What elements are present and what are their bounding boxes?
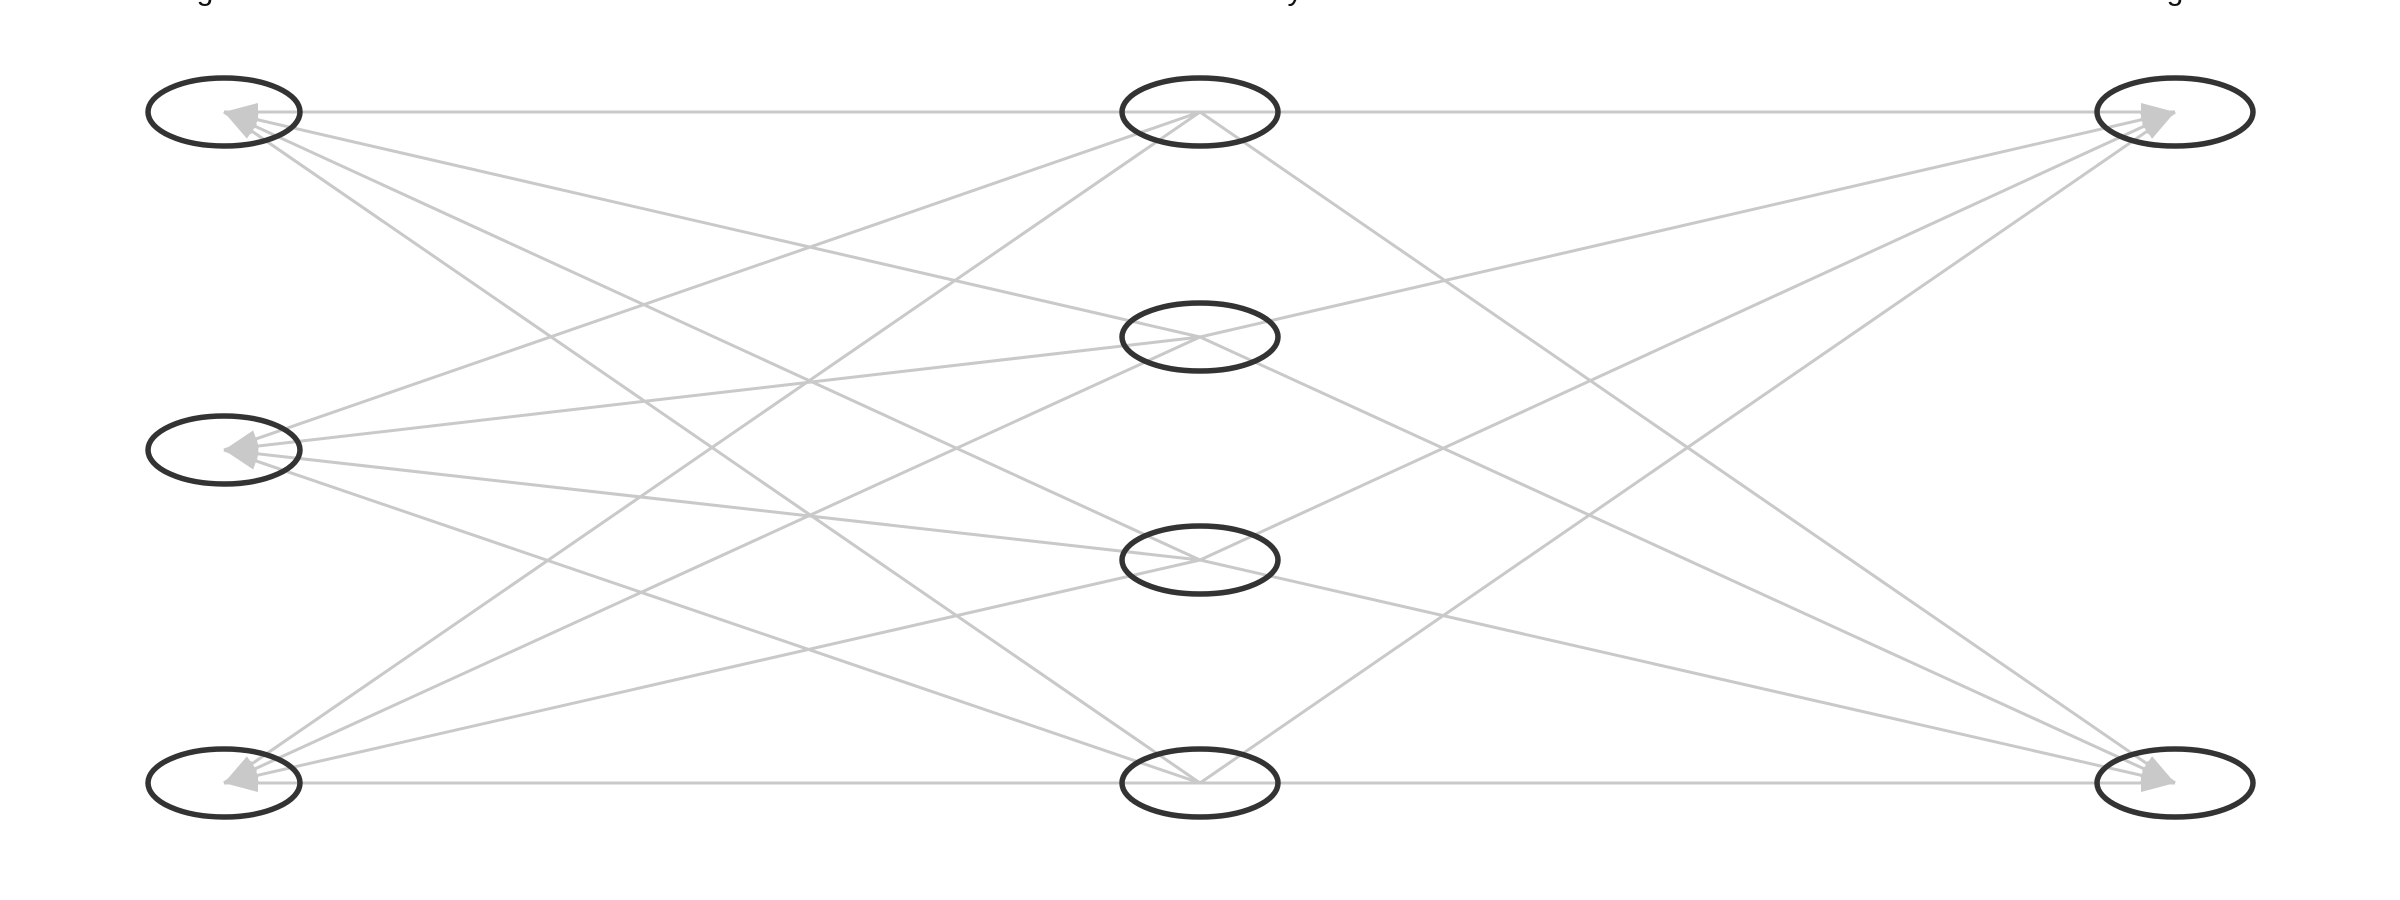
- edge-line: [223, 110, 1201, 452]
- graph-edge: [1199, 335, 2176, 785]
- graph-edge: [223, 335, 1201, 785]
- edge-line: [223, 110, 1201, 785]
- graph-edge: [223, 448, 1201, 785]
- graph-edge: [224, 103, 1200, 121]
- node-ellipse[interactable]: [145, 746, 303, 820]
- graph-edge: [1199, 558, 2176, 785]
- graph-edge: [223, 110, 1201, 339]
- graph-edge: [223, 110, 1201, 562]
- graph-edge: [224, 774, 1200, 792]
- node-ellipse[interactable]: [1119, 523, 1281, 597]
- graph-node-m3[interactable]: [1119, 523, 1281, 597]
- edge-line: [1199, 558, 2176, 785]
- graph-edge: [223, 110, 1201, 452]
- edge-line: [1199, 335, 2176, 785]
- edge-line: [223, 110, 1201, 339]
- graph-edge: [1199, 110, 2176, 562]
- edge-line: [223, 110, 1201, 562]
- graph-edge: [223, 335, 1201, 456]
- edge-arrowhead-icon: [224, 450, 260, 470]
- node-ellipse[interactable]: [1119, 746, 1281, 820]
- label-middle: y: [1288, 0, 1303, 6]
- edge-line: [223, 448, 1201, 785]
- graph-node-m1[interactable]: [1119, 75, 1281, 149]
- graph-edge: [223, 558, 1201, 785]
- edge-arrowhead-icon: [2141, 112, 2175, 139]
- edge-arrowhead-icon: [2141, 774, 2175, 792]
- graph-node-m4[interactable]: [1119, 746, 1281, 820]
- node-ellipse[interactable]: [145, 413, 303, 487]
- graph-edge: [1200, 774, 2175, 792]
- graph-node-m2[interactable]: [1119, 300, 1281, 374]
- node-ellipse[interactable]: [1119, 75, 1281, 149]
- edge-line: [223, 335, 1201, 452]
- node-ellipse[interactable]: [2094, 746, 2256, 820]
- edge-arrowhead-icon: [224, 112, 258, 139]
- label-left: g: [197, 0, 214, 6]
- edge-line: [1199, 110, 2176, 785]
- graph-node-l1[interactable]: [145, 75, 303, 149]
- nodes-layer: [145, 75, 2256, 820]
- graph-edge: [1200, 103, 2175, 121]
- edge-line: [223, 335, 1201, 785]
- graph-node-l3[interactable]: [145, 746, 303, 820]
- edges-layer: [223, 103, 2176, 792]
- graph-edge: [223, 444, 1201, 562]
- graph-node-r2[interactable]: [2094, 746, 2256, 820]
- edge-line: [1199, 110, 2176, 339]
- node-ellipse[interactable]: [1119, 300, 1281, 374]
- node-ellipse[interactable]: [2094, 75, 2256, 149]
- edge-line: [223, 558, 1201, 785]
- edge-line: [1199, 110, 2176, 562]
- graph-node-l2[interactable]: [145, 413, 303, 487]
- node-ellipse[interactable]: [145, 75, 303, 149]
- graph-edge: [1199, 110, 2176, 339]
- graph-node-r1[interactable]: [2094, 75, 2256, 149]
- label-right: g: [2167, 0, 2184, 6]
- edge-arrowhead-icon: [224, 774, 258, 792]
- edge-line: [223, 448, 1201, 562]
